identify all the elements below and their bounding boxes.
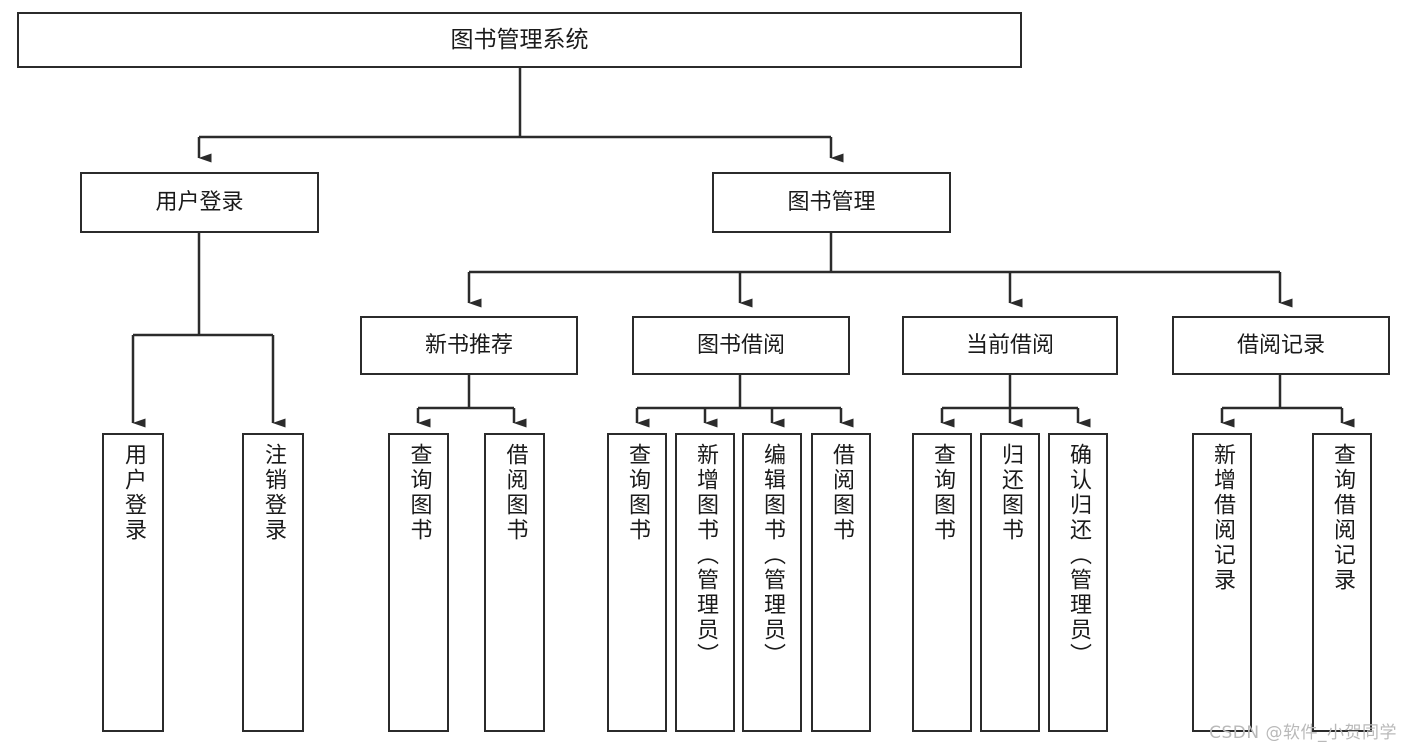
node-book-borrow-label: 图书借阅 (696, 332, 785, 358)
node-leaf-new-book-0[interactable]: 查询图书 (388, 433, 449, 732)
node-leaf-borrow-record-1-label: 查询借阅记录 (1330, 443, 1355, 593)
csdn-watermark: CSDN @软件_小贺同学 (1209, 723, 1397, 743)
node-book-management[interactable]: 图书管理 (712, 172, 951, 233)
node-root-book-management-system[interactable]: 图书管理系统 (17, 12, 1022, 68)
node-user-login-label: 用户登录 (155, 189, 244, 215)
node-borrow-record-label: 借阅记录 (1236, 332, 1325, 358)
node-root-label: 图书管理系统 (450, 26, 589, 53)
node-leaf-book-borrow-2[interactable]: 编辑图书（管理员） (742, 433, 802, 732)
node-leaf-user-login-0[interactable]: 用户登录 (102, 433, 164, 732)
node-current-borrow-label: 当前借阅 (965, 332, 1054, 358)
node-leaf-book-borrow-0[interactable]: 查询图书 (607, 433, 667, 732)
node-leaf-book-borrow-2-label: 编辑图书（管理员） (760, 443, 785, 668)
node-book-borrow[interactable]: 图书借阅 (632, 316, 850, 375)
node-leaf-current-borrow-1[interactable]: 归还图书 (980, 433, 1040, 732)
node-borrow-record[interactable]: 借阅记录 (1172, 316, 1390, 375)
node-leaf-book-borrow-1-label: 新增图书（管理员） (693, 443, 718, 668)
node-leaf-current-borrow-2[interactable]: 确认归还（管理员） (1048, 433, 1108, 732)
node-leaf-borrow-record-0-label: 新增借阅记录 (1210, 443, 1235, 593)
node-leaf-user-login-1[interactable]: 注销登录 (242, 433, 304, 732)
node-leaf-new-book-1-label: 借阅图书 (502, 443, 528, 543)
node-leaf-new-book-0-label: 查询图书 (406, 443, 432, 543)
node-leaf-book-borrow-1[interactable]: 新增图书（管理员） (675, 433, 735, 732)
node-leaf-current-borrow-0[interactable]: 查询图书 (912, 433, 972, 732)
node-new-book-recommend[interactable]: 新书推荐 (360, 316, 578, 375)
node-leaf-book-borrow-3[interactable]: 借阅图书 (811, 433, 871, 732)
node-leaf-current-borrow-2-label: 确认归还（管理员） (1066, 443, 1091, 668)
node-book-management-label: 图书管理 (787, 189, 876, 215)
node-leaf-current-borrow-1-label: 归还图书 (998, 443, 1023, 543)
node-leaf-user-login-0-label: 用户登录 (121, 443, 146, 543)
node-leaf-book-borrow-3-label: 借阅图书 (829, 443, 854, 543)
node-user-login[interactable]: 用户登录 (80, 172, 319, 233)
node-leaf-book-borrow-0-label: 查询图书 (625, 443, 650, 543)
node-leaf-borrow-record-0[interactable]: 新增借阅记录 (1192, 433, 1252, 732)
node-current-borrow[interactable]: 当前借阅 (902, 316, 1118, 375)
node-leaf-user-login-1-label: 注销登录 (261, 443, 286, 543)
node-leaf-current-borrow-0-label: 查询图书 (930, 443, 955, 543)
node-new-book-recommend-label: 新书推荐 (424, 332, 513, 358)
node-leaf-borrow-record-1[interactable]: 查询借阅记录 (1312, 433, 1372, 732)
node-leaf-new-book-1[interactable]: 借阅图书 (484, 433, 545, 732)
